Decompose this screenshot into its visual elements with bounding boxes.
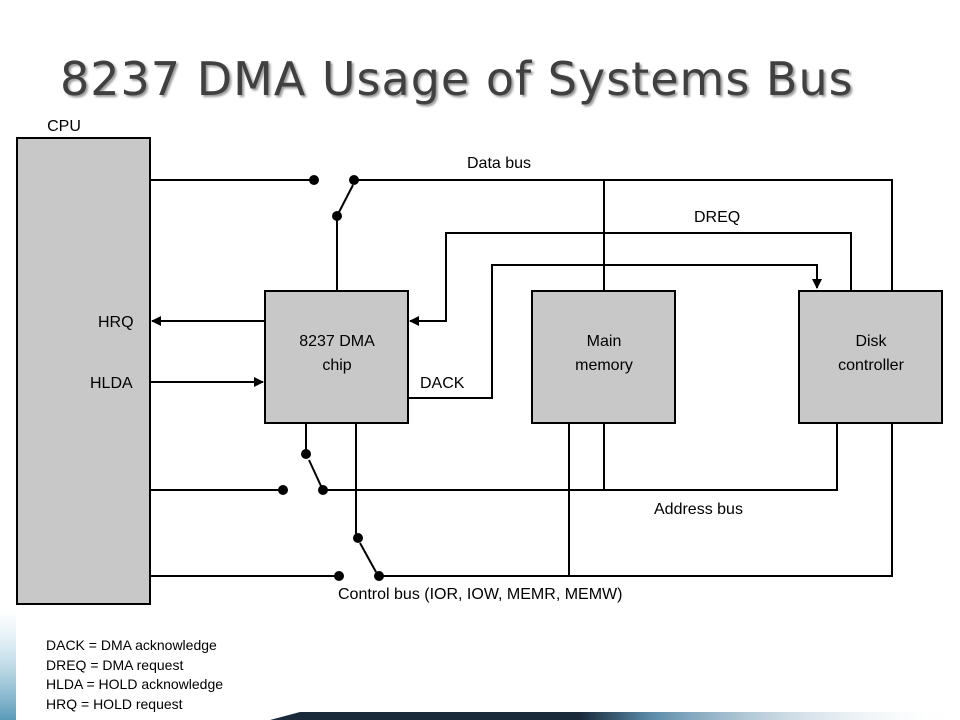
dma-chip-label-line1: 8237 DMA xyxy=(299,333,375,350)
legend-item-dack: DACK = DMA acknowledge xyxy=(46,637,217,653)
hlda-label: HLDA xyxy=(90,375,133,392)
address-bus-label: Address bus xyxy=(654,501,743,518)
legend: DACK = DMA acknowledge DREQ = DMA reques… xyxy=(46,636,223,714)
control-bus-switch xyxy=(334,533,384,581)
data-bus xyxy=(150,179,893,291)
disk-controller-label-line2: controller xyxy=(838,357,904,374)
dreq-line xyxy=(409,232,852,326)
disk-controller-block xyxy=(798,290,943,424)
legend-item-hrq: HRQ = HOLD request xyxy=(46,695,183,712)
main-memory-label-line2: memory xyxy=(575,357,633,374)
cpu-label: CPU xyxy=(47,118,81,135)
hrq-label: HRQ xyxy=(98,314,134,331)
cpu-block xyxy=(16,137,151,605)
data-bus-switch xyxy=(309,175,359,221)
legend-item-hlda: HLDA = HOLD acknowledge xyxy=(46,676,224,692)
control-bus-label: Control bus (IOR, IOW, MEMR, MEMW) xyxy=(338,586,622,603)
address-bus xyxy=(150,423,838,491)
dma-chip-label-line2: chip xyxy=(322,357,351,374)
dma-chip-block xyxy=(264,290,409,424)
disk-controller-label-line1: Disk xyxy=(855,333,887,350)
dack-label: DACK xyxy=(420,375,465,392)
control-bus xyxy=(150,423,893,577)
data-bus-label: Data bus xyxy=(467,155,531,172)
dreq-label: DREQ xyxy=(694,209,740,226)
address-bus-switch xyxy=(278,449,328,495)
slide-title: 8237 DMA Usage of Systems Bus xyxy=(60,52,854,106)
dack-line xyxy=(408,264,822,399)
legend-item-dreq: DREQ = DMA request xyxy=(46,656,184,673)
main-memory-label-line1: Main xyxy=(587,333,622,350)
